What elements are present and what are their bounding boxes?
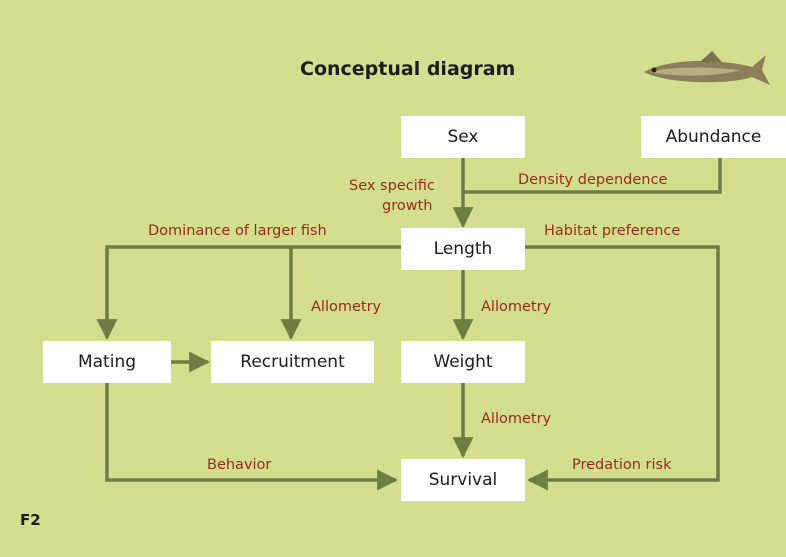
node-survival-label: Survival bbox=[428, 470, 498, 490]
fish-icon bbox=[644, 51, 770, 85]
node-sex: Sex bbox=[401, 116, 525, 158]
label-predation-risk: Predation risk bbox=[572, 457, 672, 473]
figure-label: F2 bbox=[20, 511, 41, 529]
node-weight-label: Weight bbox=[433, 352, 493, 372]
label-density-dependence: Density dependence bbox=[518, 172, 668, 188]
label-allometry-survival: Allometry bbox=[481, 411, 552, 427]
node-abundance: Abundance bbox=[641, 116, 786, 158]
label-sex-specific-line2: growth bbox=[382, 198, 433, 214]
arrow-length-mating bbox=[96, 245, 401, 341]
arrow-mating-survival bbox=[105, 382, 399, 491]
label-behavior: Behavior bbox=[207, 457, 272, 473]
node-recruitment: Recruitment bbox=[211, 341, 374, 383]
node-abundance-label: Abundance bbox=[665, 127, 762, 147]
label-sex-specific-line1: Sex specific bbox=[349, 178, 435, 194]
label-allometry-recruitment: Allometry bbox=[311, 299, 382, 315]
diagram-title: Conceptual diagram bbox=[300, 58, 516, 80]
node-length-label: Length bbox=[433, 239, 493, 259]
node-length: Length bbox=[401, 228, 525, 270]
label-dominance: Dominance of larger fish bbox=[148, 223, 327, 239]
node-survival: Survival bbox=[401, 459, 525, 501]
node-mating: Mating bbox=[43, 341, 171, 383]
label-habitat-preference: Habitat preference bbox=[544, 223, 681, 239]
node-sex-label: Sex bbox=[447, 127, 479, 147]
node-weight: Weight bbox=[401, 341, 525, 383]
node-mating-label: Mating bbox=[77, 352, 137, 372]
arrow-abundance-length bbox=[463, 158, 722, 194]
label-allometry-weight: Allometry bbox=[481, 299, 552, 315]
arrow-length-survival bbox=[525, 245, 720, 491]
node-recruitment-label: Recruitment bbox=[240, 352, 345, 372]
